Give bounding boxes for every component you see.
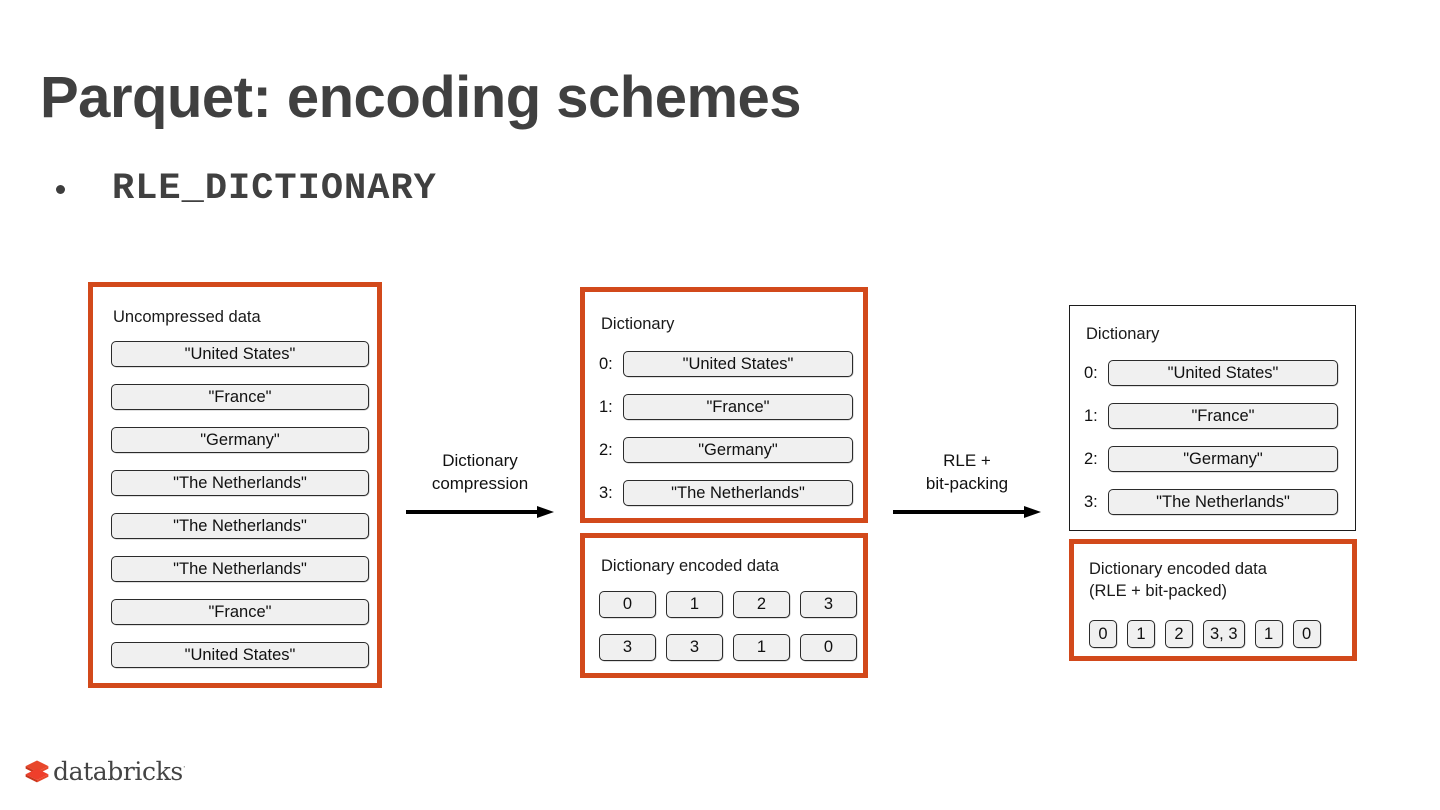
dictionary-value: "France" bbox=[623, 394, 853, 420]
code-cell: 1 bbox=[1127, 620, 1155, 648]
uncompressed-data-panel: Uncompressed data "United States" "Franc… bbox=[88, 282, 382, 688]
arrow-shaft bbox=[893, 509, 1027, 514]
table-row: 0: "United States" bbox=[1084, 360, 1338, 386]
code-cell: 3 bbox=[666, 634, 723, 661]
code-cell: 0 bbox=[1292, 620, 1321, 648]
dictionary-label: Dictionary bbox=[601, 315, 675, 333]
uncompressed-data-list: "United States" "France" "Germany" "The … bbox=[111, 341, 369, 668]
table-row: 3: "The Netherlands" bbox=[599, 480, 853, 506]
table-row: 3 3 1 0 bbox=[599, 634, 857, 661]
dictionary-panel-middle: Dictionary 0: "United States" 1: "France… bbox=[580, 287, 868, 523]
list-item: "The Netherlands" bbox=[111, 556, 369, 582]
arrow-label: Dictionary compression bbox=[431, 451, 529, 493]
dictionary-encoded-data-panel-right: Dictionary encoded data (RLE + bit-packe… bbox=[1069, 539, 1357, 661]
page-title: Parquet: encoding schemes bbox=[40, 65, 802, 130]
code-cell: 2 bbox=[1165, 620, 1193, 648]
list-item: "Germany" bbox=[111, 427, 369, 453]
databricks-wordmark-text: databricks bbox=[53, 756, 183, 786]
dictionary-value: "United States" bbox=[1108, 360, 1338, 386]
code-cell: 0 bbox=[1089, 620, 1117, 648]
dictionary-value: "Germany" bbox=[1108, 446, 1338, 472]
code-cell: 1 bbox=[666, 591, 723, 618]
arrow-head bbox=[537, 505, 554, 518]
code-cell: 2 bbox=[733, 591, 790, 618]
dictionary-value: "The Netherlands" bbox=[1108, 489, 1338, 515]
dictionary-value: "France" bbox=[1108, 403, 1338, 429]
table-row: 0 1 2 3 bbox=[599, 591, 857, 618]
databricks-stacked-layers-icon bbox=[25, 760, 49, 783]
dictionary-value: "Germany" bbox=[623, 437, 853, 463]
dictionary-index: 1: bbox=[599, 397, 613, 416]
list-item: "France" bbox=[111, 599, 369, 625]
code-cell: 3, 3 bbox=[1203, 620, 1245, 648]
encoded-code-grid: 0 1 2 3 3 3 1 0 bbox=[599, 591, 857, 661]
arrow-label: RLE + bit-packing bbox=[925, 451, 1009, 493]
arrow-rle-bit-packing: RLE + bit-packing bbox=[893, 450, 1041, 518]
code-cell: 3 bbox=[800, 591, 857, 618]
code-cell: 0 bbox=[599, 591, 656, 618]
bullet-dot-icon bbox=[56, 184, 65, 194]
dictionary-entry-list: 0: "United States" 1: "France" 2: "Germa… bbox=[599, 351, 853, 506]
table-row: 3: "The Netherlands" bbox=[1084, 489, 1338, 515]
dictionary-panel-right: Dictionary 0: "United States" 1: "France… bbox=[1069, 305, 1356, 531]
code-cell: 1 bbox=[733, 634, 790, 661]
table-row: 2: "Germany" bbox=[1084, 446, 1338, 472]
arrow-shaft bbox=[406, 509, 540, 514]
arrow-dictionary-compression: Dictionary compression bbox=[406, 450, 554, 518]
dictionary-index: 2: bbox=[599, 440, 613, 459]
code-cell: 1 bbox=[1254, 620, 1283, 648]
bullet-item-label: RLE_DICTIONARY bbox=[112, 168, 437, 210]
list-item: "United States" bbox=[111, 642, 369, 668]
arrow-head bbox=[1024, 505, 1041, 518]
dictionary-entry-list: 0: "United States" 1: "France" 2: "Germa… bbox=[1084, 360, 1338, 515]
dictionary-encoded-data-label: Dictionary encoded data (RLE + bit-packe… bbox=[1089, 560, 1267, 600]
bullet-item-rle-dictionary: RLE_DICTIONARY bbox=[56, 168, 437, 210]
arrow-right-icon bbox=[406, 505, 554, 518]
arrow-right-icon bbox=[893, 505, 1041, 518]
dictionary-value: "The Netherlands" bbox=[623, 480, 853, 506]
table-row: 1: "France" bbox=[1084, 403, 1338, 429]
code-cell: 3 bbox=[599, 634, 656, 661]
databricks-wordmark: databricks· bbox=[53, 759, 186, 784]
dictionary-encoded-data-panel-middle: Dictionary encoded data 0 1 2 3 3 3 1 0 bbox=[580, 533, 868, 678]
dictionary-value: "United States" bbox=[623, 351, 853, 377]
table-row: 1: "France" bbox=[599, 394, 853, 420]
list-item: "The Netherlands" bbox=[111, 513, 369, 539]
dictionary-index: 1: bbox=[1084, 406, 1098, 425]
dictionary-index: 0: bbox=[1084, 363, 1098, 382]
databricks-logo: databricks· bbox=[24, 758, 186, 784]
list-item: "The Netherlands" bbox=[111, 470, 369, 496]
databricks-trademark: · bbox=[182, 762, 186, 774]
list-item: "United States" bbox=[111, 341, 369, 367]
dictionary-encoded-data-label: Dictionary encoded data bbox=[601, 557, 779, 575]
dictionary-index: 3: bbox=[599, 483, 613, 502]
table-row: 2: "Germany" bbox=[599, 437, 853, 463]
dictionary-index: 0: bbox=[599, 354, 613, 373]
code-cell: 0 bbox=[800, 634, 857, 661]
table-row: 0: "United States" bbox=[599, 351, 853, 377]
uncompressed-data-label: Uncompressed data bbox=[113, 308, 261, 326]
dictionary-index: 3: bbox=[1084, 492, 1098, 511]
dictionary-index: 2: bbox=[1084, 449, 1098, 468]
encoded-code-row: 0 1 2 3, 3 1 0 bbox=[1089, 620, 1321, 648]
dictionary-label: Dictionary bbox=[1086, 325, 1160, 343]
list-item: "France" bbox=[111, 384, 369, 410]
